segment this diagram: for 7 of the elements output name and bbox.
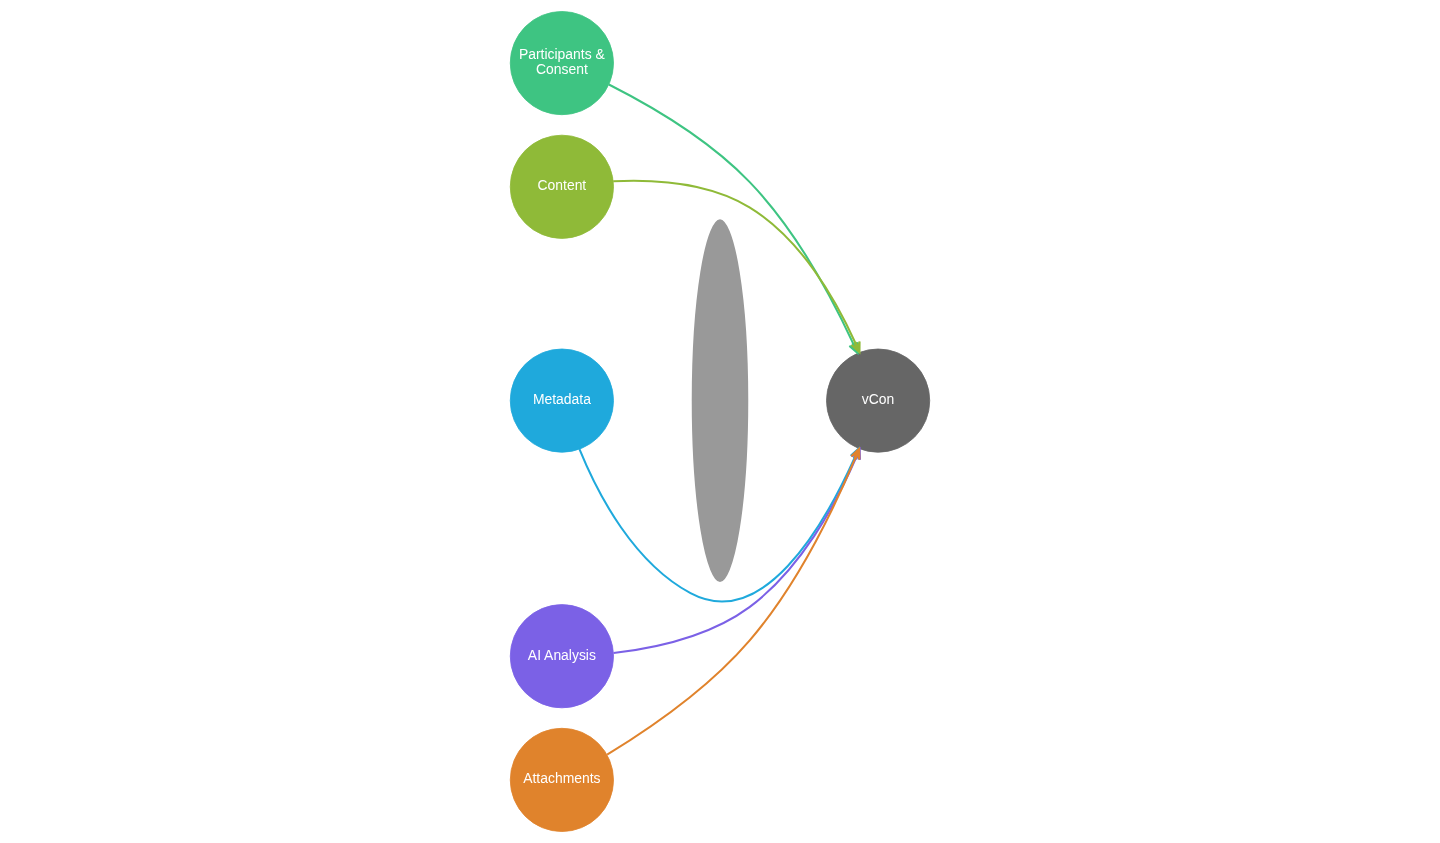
node-circle: vCon (826, 348, 931, 453)
node-circle: AI Analysis (509, 604, 614, 709)
node-circle: Participants & Consent (509, 11, 614, 116)
node-circle: Attachments (509, 727, 614, 832)
node-circle: Metadata (509, 348, 614, 453)
node-ellipse (689, 216, 751, 585)
node-circle: Content (509, 134, 614, 239)
